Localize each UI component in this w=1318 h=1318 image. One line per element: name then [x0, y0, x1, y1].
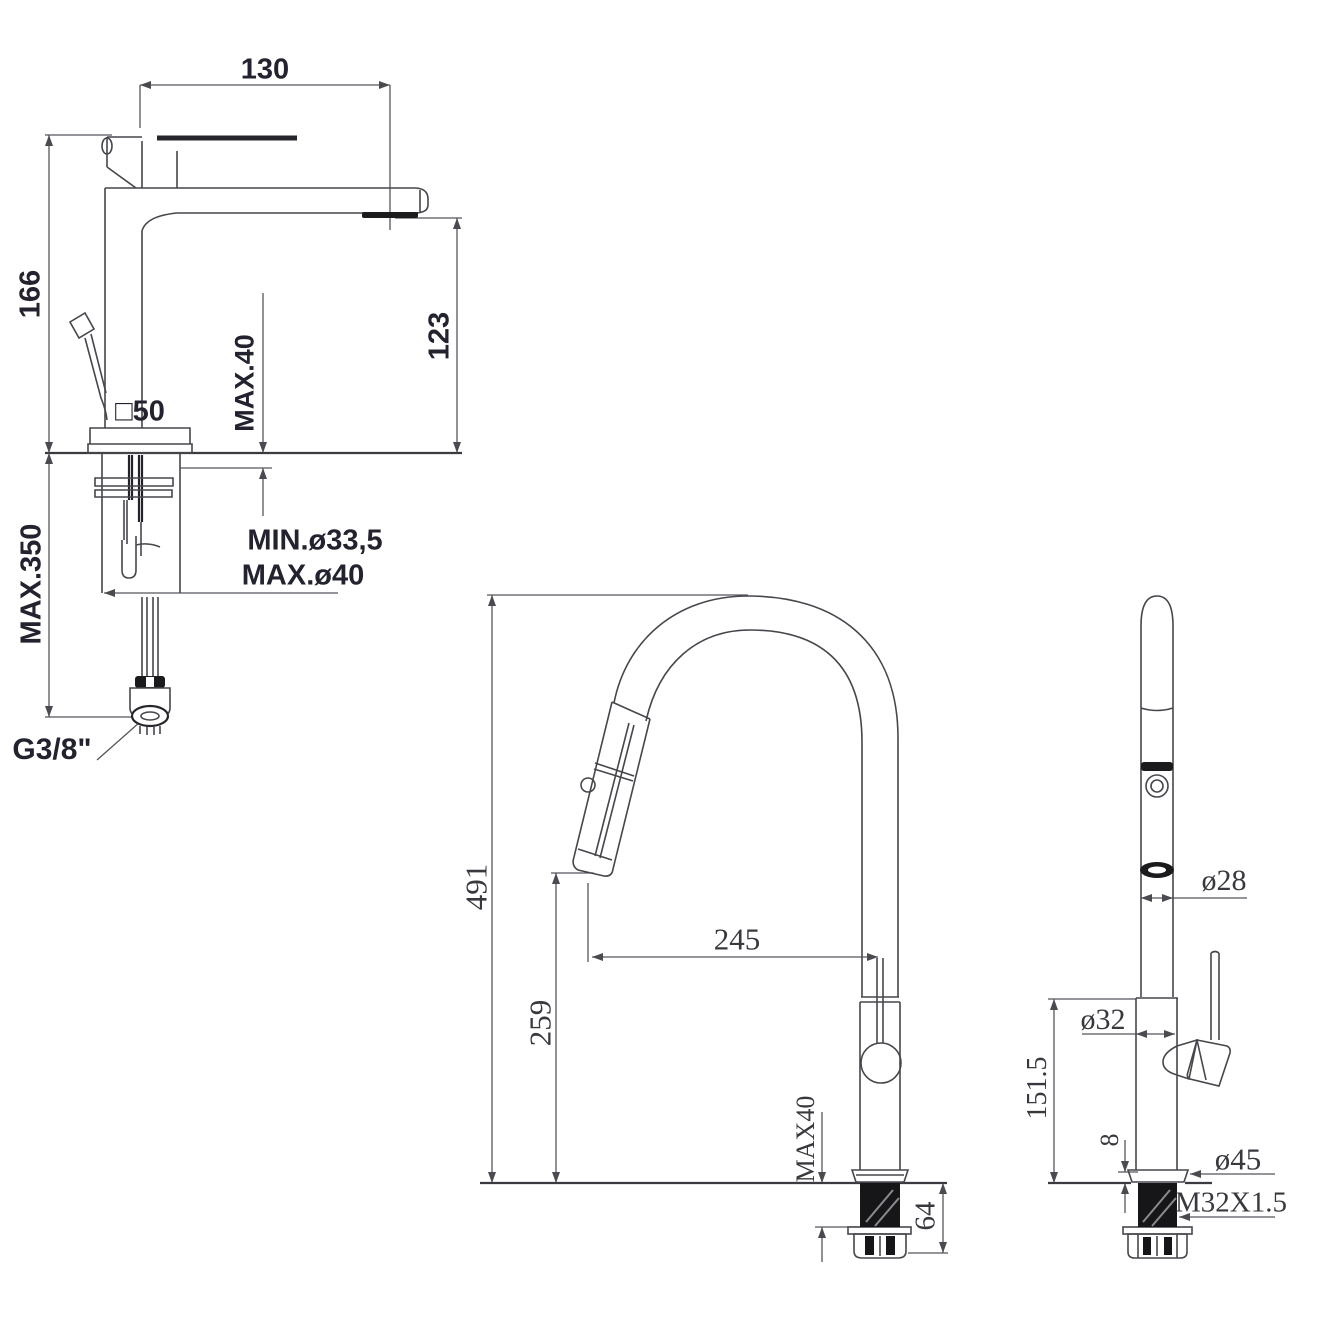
kitchen-spout-reach-label: 245 — [713, 921, 761, 957]
kitchen-total-height-label: 491 — [458, 863, 494, 911]
kitchen-body-height-label: 151.5 — [1022, 1056, 1053, 1120]
basin-hole-max-diameter-label: MAX.ø40 — [241, 559, 365, 592]
basin-height-dimension-label: 166 — [14, 269, 47, 319]
basin-dimension-arrows — [45, 81, 461, 717]
kitchen-base-plate-thickness-label: 8 — [1095, 1133, 1124, 1147]
basin-spout-height-dimension-label: 123 — [423, 311, 456, 361]
kitchen-side-dimension-arrows — [1050, 894, 1201, 1221]
basin-connection-thread-label: G3/8" — [12, 733, 92, 766]
kitchen-front-dimension-arrows — [488, 595, 947, 1253]
kitchen-base-plate-diameter-label: ø45 — [1214, 1141, 1262, 1177]
kitchen-outlet-height-label: 259 — [522, 999, 558, 1047]
kitchen-side-faucet-outline — [1122, 595, 1231, 1259]
kitchen-side-drawing — [1048, 595, 1275, 1259]
basin-deck-thickness-label: MAX.40 — [229, 334, 260, 432]
kitchen-front-dimension-lines — [487, 594, 948, 1262]
kitchen-front-shank-hatch — [865, 1189, 900, 1227]
basin-hose-length-label: MAX.350 — [15, 523, 48, 645]
kitchen-shank-length-label: 64 — [909, 1201, 942, 1231]
basin-hole-min-diameter-label: MIN.ø33,5 — [247, 524, 383, 557]
kitchen-side-spout-band — [1141, 762, 1173, 771]
basin-drawing — [45, 81, 462, 761]
basin-dimension-lines — [45, 84, 462, 761]
basin-width-dimension-label: 130 — [240, 53, 290, 86]
kitchen-front-drawing — [480, 594, 948, 1262]
kitchen-front-nut-slots — [865, 1236, 895, 1255]
kitchen-deck-thickness-label: MAX40 — [791, 1095, 820, 1183]
basin-aerator — [362, 212, 418, 218]
basin-base-square-label: □50 — [115, 395, 165, 428]
kitchen-side-nut-slots — [1143, 1237, 1172, 1255]
kitchen-front-faucet-outline — [572, 595, 912, 1259]
kitchen-side-outlet-ring-inner — [1148, 866, 1166, 874]
kitchen-thread-spec-label: M32X1.5 — [1175, 1186, 1287, 1219]
kitchen-spout-diameter-label: ø28 — [1201, 864, 1247, 897]
kitchen-side-shank-hatch — [1142, 1189, 1177, 1227]
kitchen-body-diameter-label: ø32 — [1080, 1003, 1126, 1036]
basin-faucet-outline — [68, 135, 429, 735]
